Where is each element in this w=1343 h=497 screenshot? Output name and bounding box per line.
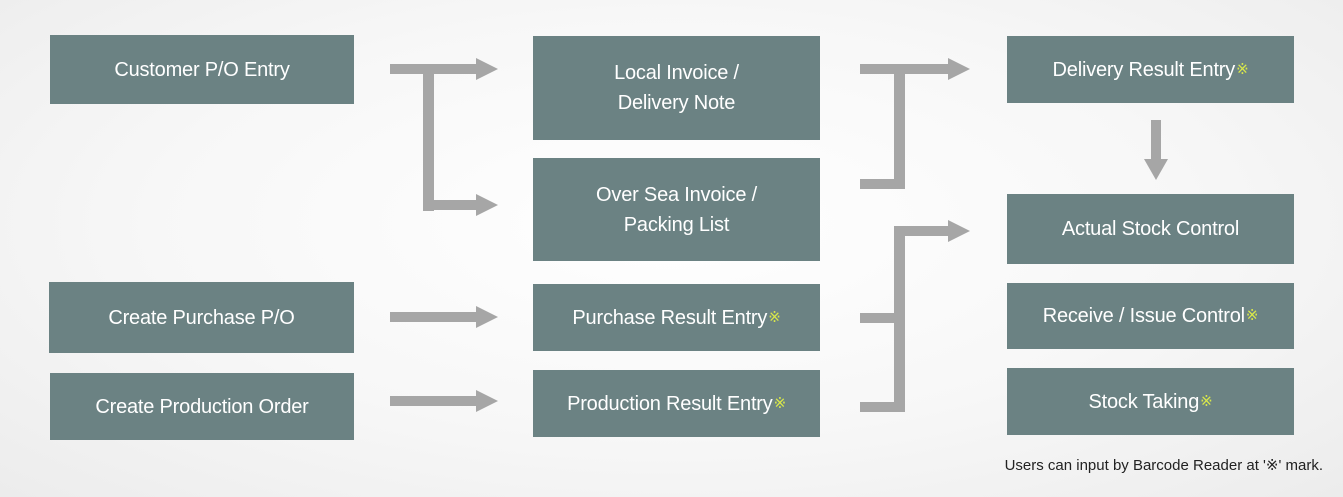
arrow-customer-to-over-sea-invoice — [423, 194, 498, 216]
barcode-footnote: Users can input by Barcode Reader at '※'… — [1004, 457, 1323, 474]
connector-purchase-result-stub — [860, 313, 905, 323]
arrow-delivery-to-actual-stock — [1144, 120, 1168, 180]
node-label: Actual Stock Control — [1061, 218, 1240, 240]
node-label: Create Production Order — [95, 395, 309, 418]
node-label: Production Result Entry — [567, 392, 773, 415]
node-actual-stock-control: Actual Stock Control — [1007, 194, 1294, 264]
node-create-purchase-po: Create Purchase P/O — [49, 282, 354, 353]
node-create-production-order: Create Production Order — [50, 373, 354, 440]
node-label: Over Sea Invoice / Packing List — [596, 183, 757, 236]
connector-invoices-merge-vertical — [894, 64, 905, 189]
arrow-purchase-po-to-purchase-result — [390, 306, 498, 328]
node-purchase-result-entry: Purchase Result Entry※ — [533, 284, 820, 351]
arrow-production-order-to-production-result — [390, 390, 498, 412]
node-label: Create Purchase P/O — [108, 306, 295, 329]
node-receive-issue-control: Receive / Issue Control※ — [1007, 283, 1294, 349]
node-delivery-result-entry: Delivery Result Entry※ — [1007, 36, 1294, 103]
node-production-result-entry: Production Result Entry※ — [533, 370, 820, 437]
node-over-sea-invoice: Over Sea Invoice / Packing List — [533, 158, 820, 261]
arrow-invoices-to-delivery-result — [860, 58, 970, 80]
connector-customer-branch-vertical — [423, 64, 434, 211]
node-stock-taking: Stock Taking※ — [1007, 368, 1294, 435]
node-label: Local Invoice / Delivery Note — [614, 62, 739, 114]
node-label: Purchase Result Entry — [572, 306, 768, 329]
node-customer-po-entry: Customer P/O Entry — [50, 35, 354, 104]
node-label: Delivery Result Entry — [1052, 58, 1236, 81]
connector-production-result-stub — [860, 402, 905, 412]
arrow-results-to-actual-stock — [894, 220, 970, 242]
node-label: Customer P/O Entry — [114, 58, 290, 81]
node-label: Receive / Issue Control — [1042, 305, 1245, 327]
node-local-invoice: Local Invoice / Delivery Note — [533, 36, 820, 140]
connector-over-sea-stub — [860, 179, 905, 189]
node-label: Stock Taking — [1088, 390, 1200, 413]
arrow-customer-to-local-invoice — [390, 58, 498, 80]
